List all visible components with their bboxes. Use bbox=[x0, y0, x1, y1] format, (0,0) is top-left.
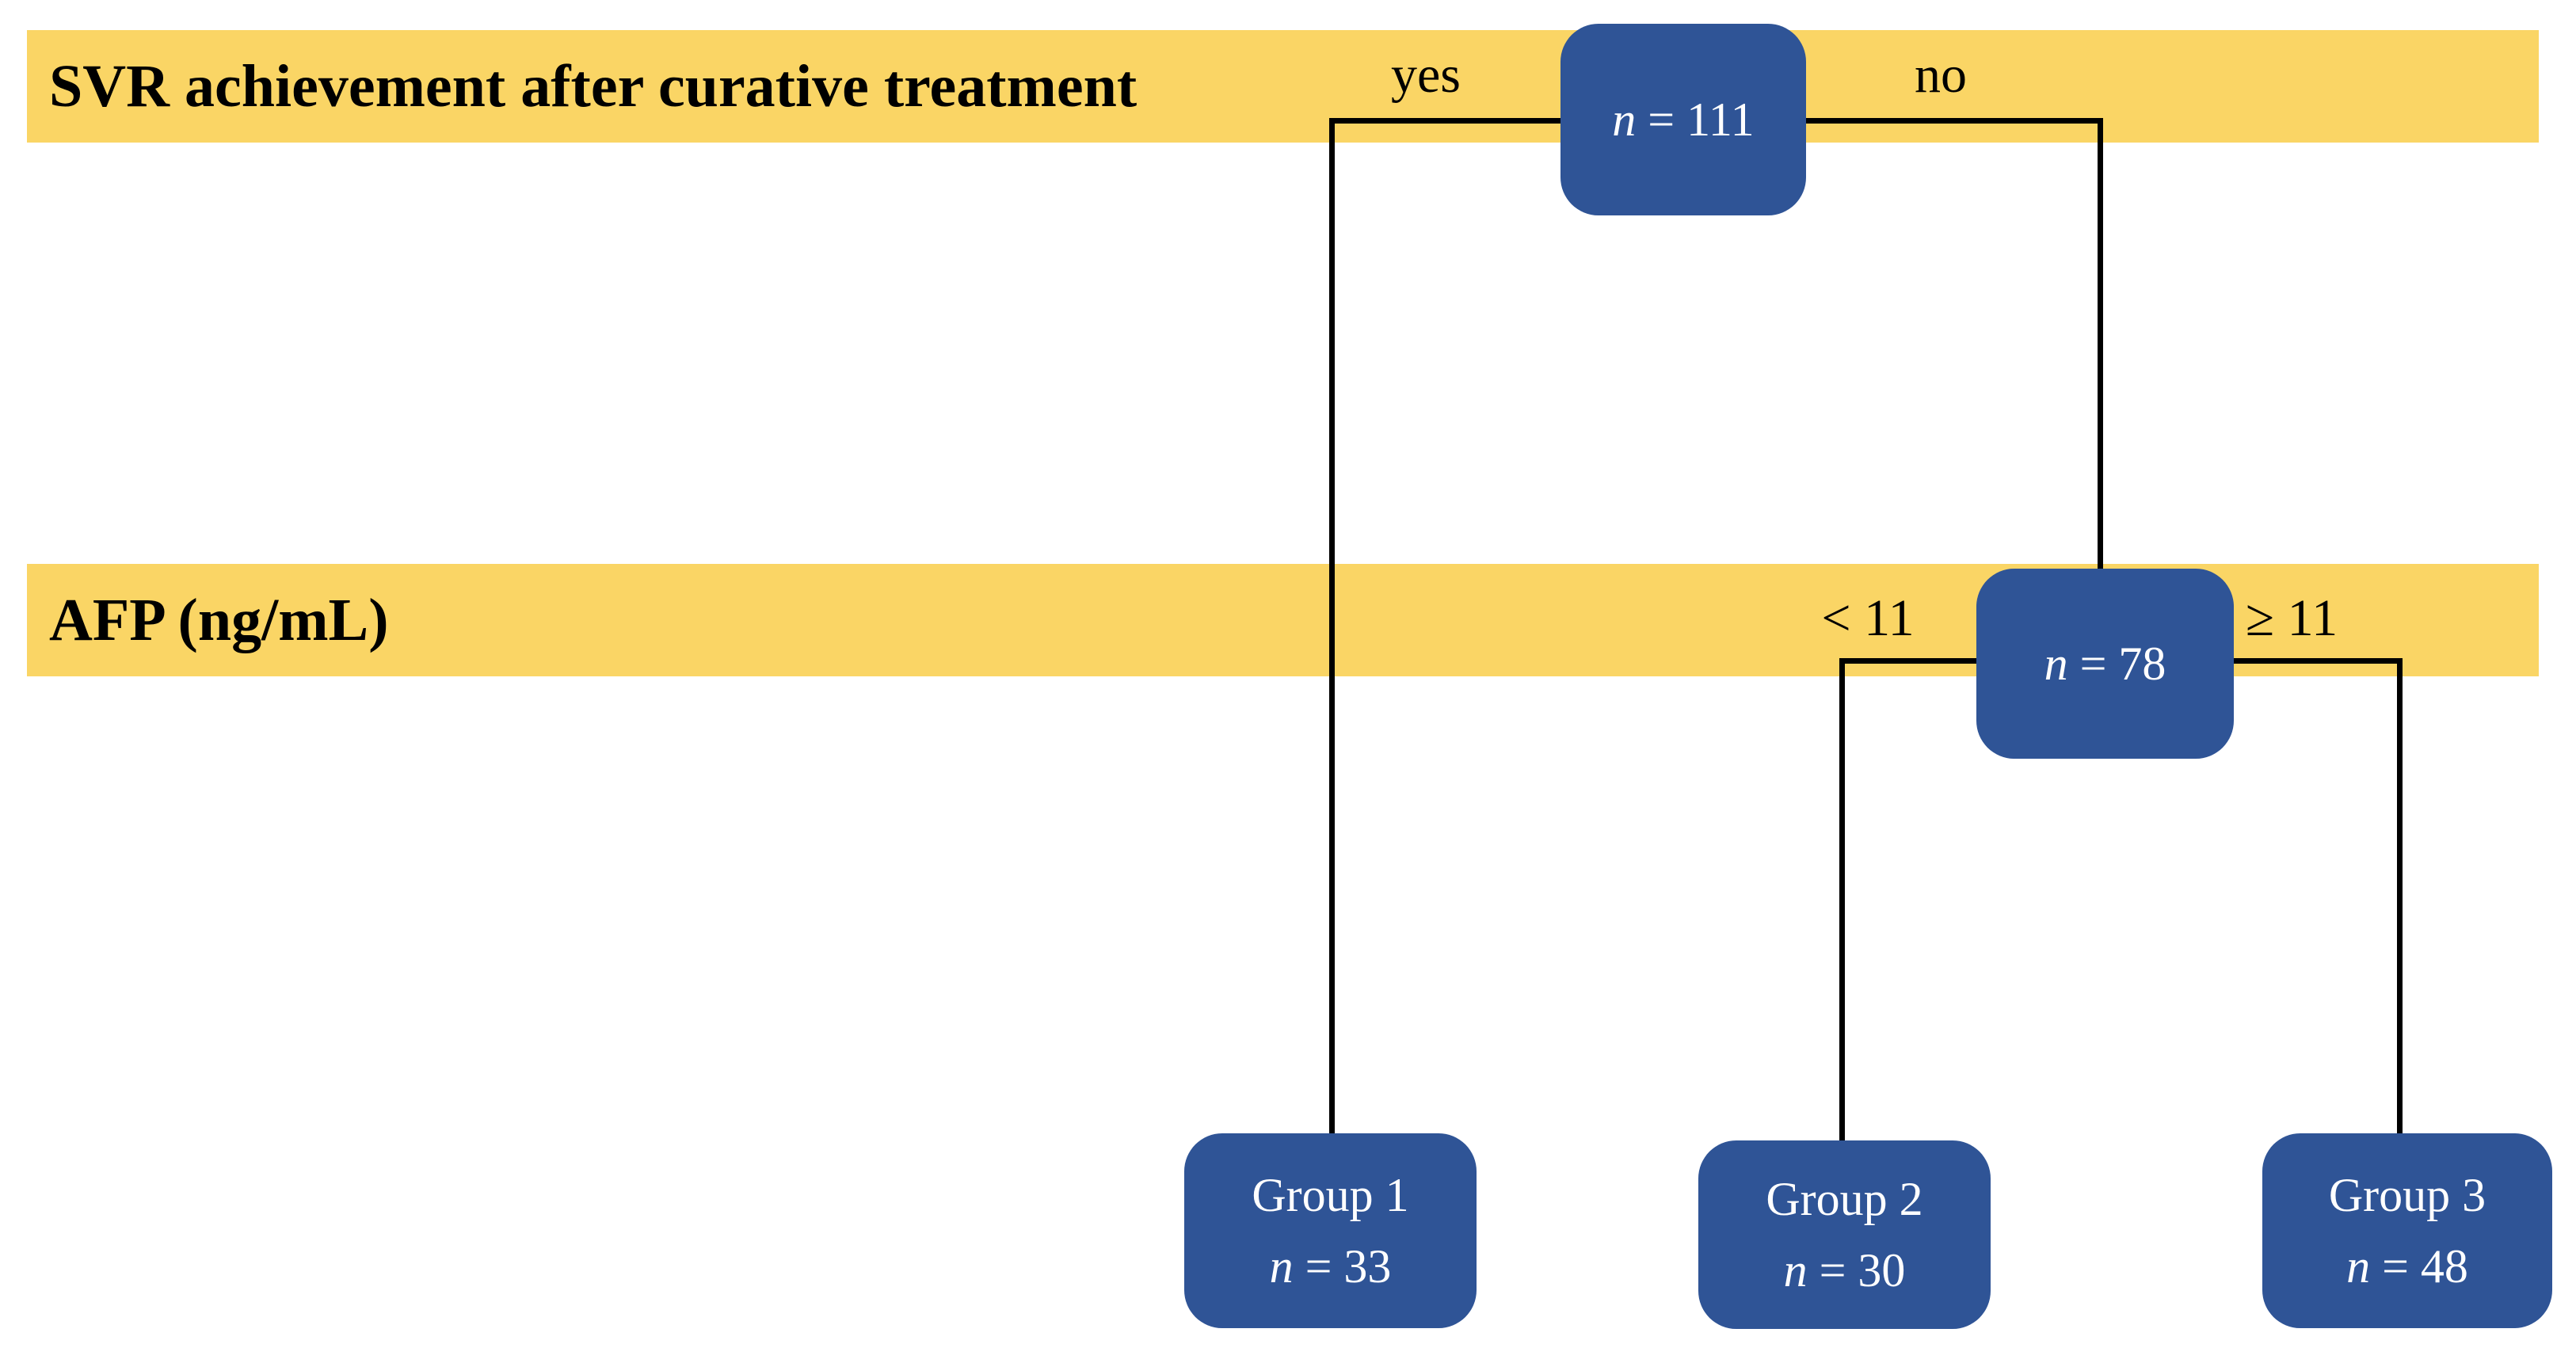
criterion-label-svr: SVR achievement after curative treatment bbox=[49, 53, 1137, 120]
edge-afp-lt11-vertical bbox=[1839, 658, 1845, 1143]
branch-label-afp-lt11: < 11 bbox=[1821, 589, 1915, 647]
group-3-title: Group 3 bbox=[2328, 1169, 2486, 1221]
branch-label-no: no bbox=[1915, 46, 1967, 104]
edge-no-vertical bbox=[2098, 118, 2103, 571]
node-group-1: Group 1 n = 33 bbox=[1184, 1133, 1477, 1328]
edge-afp-lt11-horizontal bbox=[1839, 658, 1980, 664]
node-group-3: Group 3 n = 48 bbox=[2262, 1133, 2552, 1328]
group-1-title: Group 1 bbox=[1252, 1169, 1409, 1221]
edge-afp-ge11-vertical bbox=[2397, 658, 2403, 1136]
edge-afp-ge11-horizontal bbox=[2231, 658, 2403, 664]
node-group-2: Group 2 n = 30 bbox=[1698, 1140, 1991, 1329]
criterion-label-afp: AFP (ng/mL) bbox=[49, 587, 389, 653]
edge-no-horizontal bbox=[1803, 118, 2103, 124]
criterion-band-svr: SVR achievement after curative treatment bbox=[27, 30, 2539, 143]
group-3-count: n = 48 bbox=[2346, 1240, 2468, 1293]
branch-label-afp-ge11: ≥ 11 bbox=[2245, 589, 2338, 647]
edge-yes-horizontal bbox=[1329, 118, 1564, 124]
edge-yes-vertical bbox=[1329, 118, 1335, 1136]
node-root-count: n = 111 bbox=[1612, 93, 1755, 146]
group-2-title: Group 2 bbox=[1766, 1173, 1923, 1225]
node-afp-n78: n = 78 bbox=[1976, 569, 2234, 759]
branch-label-yes: yes bbox=[1391, 46, 1461, 104]
group-2-count: n = 30 bbox=[1783, 1244, 1906, 1296]
node-root-n111: n = 111 bbox=[1560, 24, 1806, 215]
node-afp-count: n = 78 bbox=[2044, 638, 2166, 690]
group-1-count: n = 33 bbox=[1269, 1240, 1392, 1293]
